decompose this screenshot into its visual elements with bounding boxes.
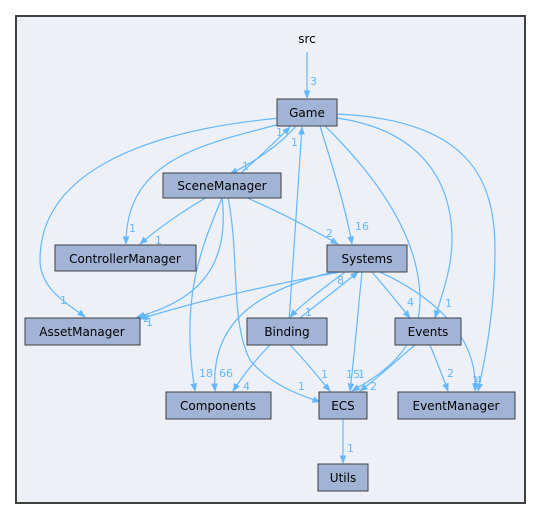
node-ecs[interactable]: ECS [318,391,368,420]
edge-label-game-scene: 1 [242,160,249,173]
node-binding[interactable]: Binding [246,317,328,346]
edge-label-ecs-utils: 1 [347,442,354,455]
edge-label-systems-ecs: 15 [346,368,360,381]
edge-label-systems-binding: 1 [305,306,312,319]
edge-label-game-ecs: 1 [358,368,365,381]
edge-game-scene [229,125,297,175]
node-controller-manager[interactable]: ControllerManager [54,244,197,272]
edge-label-game-controller: 1 [129,222,136,235]
edge-label-scene-controller: 1 [155,234,162,247]
node-ecs-label: ECS [331,399,355,413]
node-game[interactable]: Game [276,98,338,127]
edge-game-asset [39,117,281,318]
node-components-label: Components [180,399,256,413]
edge-systems-events [371,271,411,319]
edge-systems-binding [289,271,346,318]
edge-label-events-ecs: 2 [370,380,377,393]
node-systems-label: Systems [342,252,393,266]
node-game-label: Game [289,106,325,120]
edge-scene-game [239,126,291,175]
edge-label-binding-systems: 8 [337,274,344,287]
node-utils[interactable]: Utils [317,463,369,492]
edges [39,52,496,464]
node-controller-manager-label: ControllerManager [69,252,181,266]
edge-scene-components [189,197,223,392]
edge-events-eventmanager [429,344,449,392]
node-asset-manager[interactable]: AssetManager [24,317,141,346]
edge-events-ecs [359,344,416,392]
edge-label-src-game: 3 [310,75,317,88]
edge-scene-controller [139,196,208,245]
edge-label-systems-events: 4 [407,296,414,309]
edge-label-events-eventmanager: 2 [447,367,454,380]
edge-label-binding-components: 4 [243,380,250,393]
edge-label-scene-components: 18 [199,367,213,380]
edge-label-binding-ecs: 1 [321,368,328,381]
edge-binding-systems [299,271,359,319]
node-events-label: Events [408,325,449,339]
edge-game-eventmanager [336,113,496,392]
edge-binding-game [288,126,305,323]
edge-label-scene-systems: 2 [326,227,333,240]
edge-label-scene-game: 1 [276,126,283,139]
edge-binding-components [232,344,271,392]
edge-game-events [336,117,453,319]
edge-labels: 3 1 1 1 1 1 16 2 1 1 2 1 8 4 1 1 4 2 18 … [60,75,482,455]
node-events[interactable]: Events [394,317,462,346]
edge-label-binding-game: 1 [291,136,298,149]
node-event-manager-label: EventManager [413,399,500,413]
edge-label-game-eventmanager: 4 [475,374,482,387]
node-systems[interactable]: Systems [326,244,408,273]
edge-label-game-asset: 1 [60,294,67,307]
edge-scene-ecs [227,196,321,403]
edge-game-controller [122,123,281,245]
node-event-manager[interactable]: EventManager [397,391,516,420]
edge-label-scene-asset: 1 [146,316,153,329]
edge-label-systems-components: 66 [219,367,233,380]
edge-label-systems-eventmanager: 1 [472,374,479,387]
edge-systems-ecs [347,271,363,392]
edge-scene-asset [136,196,224,319]
cluster-label: src [298,32,316,46]
edge-game-systems [319,125,354,245]
edge-systems-components [211,271,334,392]
edge-binding-ecs [289,344,331,392]
node-scene-manager-label: SceneManager [177,179,266,193]
edge-label-game-systems: 16 [355,220,369,233]
node-scene-manager[interactable]: SceneManager [162,172,282,199]
edge-game-ecs [324,125,421,392]
edge-label-systems-asset: 2 [143,312,150,325]
node-components[interactable]: Components [165,391,272,420]
node-utils-label: Utils [330,471,356,485]
node-asset-manager-label: AssetManager [39,325,124,339]
edge-scene-systems [244,196,339,245]
node-binding-label: Binding [264,325,309,339]
edge-label-scene-ecs: 1 [298,380,305,393]
edge-label-game-events: 1 [445,297,452,310]
